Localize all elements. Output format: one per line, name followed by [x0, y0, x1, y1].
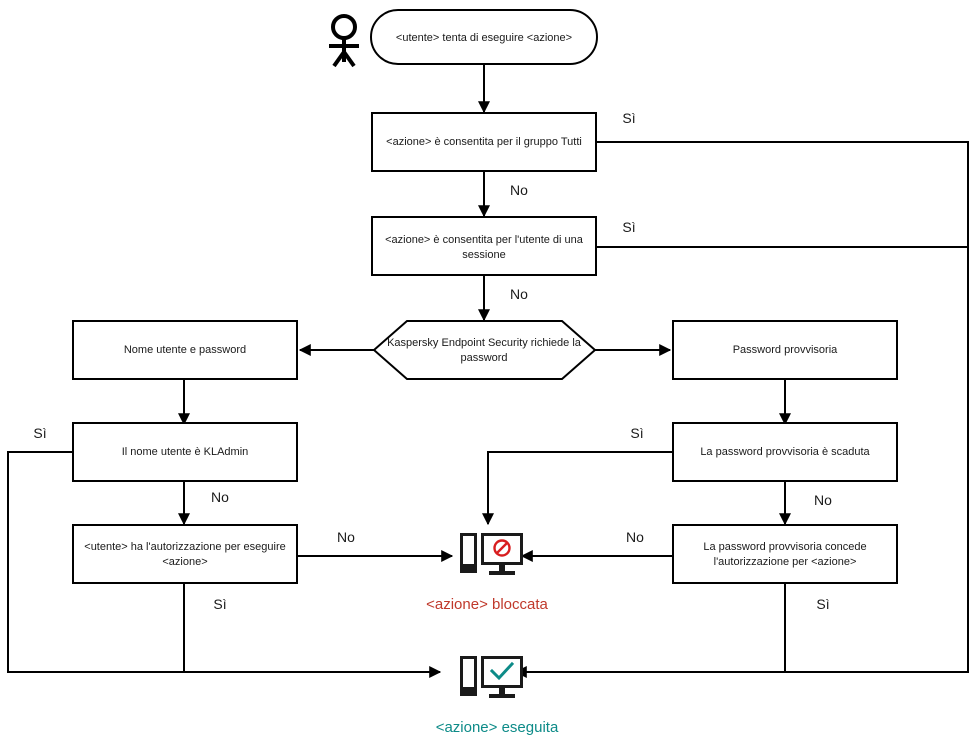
node-username-password-label: Nome utente e password: [124, 344, 246, 356]
edge-label-kladmin-yes: Sì: [33, 425, 46, 441]
edge-label-kladmin-no: No: [211, 489, 229, 505]
node-allowed-session-user: <azione> è consentita per l'utente di un…: [371, 216, 597, 276]
edge-label-temp-expired-no: No: [814, 492, 832, 508]
result-executed-label: <azione> eseguita: [436, 719, 559, 736]
edge-kladmin-yes: [7, 451, 442, 678]
node-kes-requires-password-label-1: Kaspersky Endpoint Security richiede la: [387, 337, 582, 349]
edge-label-allowed-session-yes: Sì: [622, 219, 635, 235]
node-username-password: Nome utente e password: [72, 320, 298, 380]
node-user-has-permission: <utente> ha l'autorizzazione per eseguir…: [72, 524, 298, 584]
node-kes-requires-password: Kaspersky Endpoint Security richiede la …: [372, 320, 597, 380]
user-actor-icon: [329, 14, 359, 68]
edge-label-allowed-all-group-no: No: [510, 182, 528, 198]
edge-label-temp-expired-yes: Sì: [630, 425, 643, 441]
node-user-has-permission-label-1: <utente> ha l'autorizzazione per eseguir…: [84, 541, 285, 553]
node-allowed-session-user-label-2: sessione: [462, 249, 505, 261]
node-temp-password-grants-label-2: l'autorizzazione per <azione>: [714, 556, 857, 568]
computer-check-icon: [460, 656, 523, 698]
node-temporary-password: Password provvisoria: [672, 320, 898, 380]
node-temp-password-expired-label: La password provvisoria è scaduta: [700, 446, 870, 458]
node-kes-requires-password-label-2: password: [460, 352, 507, 364]
node-allowed-session-user-label-1: <azione> è consentita per l'utente di un…: [385, 234, 584, 246]
result-blocked-label: <azione> bloccata: [426, 596, 548, 613]
edge-label-user-permission-no: No: [337, 529, 355, 545]
node-username-is-kladmin-label: Il nome utente è KLAdmin: [122, 446, 249, 458]
edge-allowed-all-yes: [514, 141, 969, 678]
edge-label-temp-grants-yes: Sì: [816, 596, 829, 612]
edge-label-temp-grants-no: No: [626, 529, 644, 545]
node-temp-password-grants: La password provvisoria concede l'autori…: [672, 524, 898, 584]
edge-label-user-permission-yes: Sì: [213, 596, 226, 612]
node-start-label: <utente> tenta di eseguire <azione>: [396, 32, 572, 44]
edge-temp-expired-yes: [482, 451, 672, 526]
node-temp-password-expired: La password provvisoria è scaduta: [672, 422, 898, 482]
computer-blocked-icon: [460, 533, 523, 575]
node-start: <utente> tenta di eseguire <azione>: [370, 9, 598, 65]
node-allowed-all-group-label: <azione> è consentita per il gruppo Tutt…: [386, 136, 582, 148]
node-temporary-password-label: Password provvisoria: [733, 344, 838, 356]
node-temp-password-grants-label-1: La password provvisoria concede: [703, 541, 866, 553]
edge-label-allowed-all-group-yes: Sì: [622, 110, 635, 126]
node-username-is-kladmin: Il nome utente è KLAdmin: [72, 422, 298, 482]
edge-label-allowed-session-no: No: [510, 286, 528, 302]
node-allowed-all-group: <azione> è consentita per il gruppo Tutt…: [371, 112, 597, 172]
node-user-has-permission-label-2: <azione>: [162, 556, 207, 568]
